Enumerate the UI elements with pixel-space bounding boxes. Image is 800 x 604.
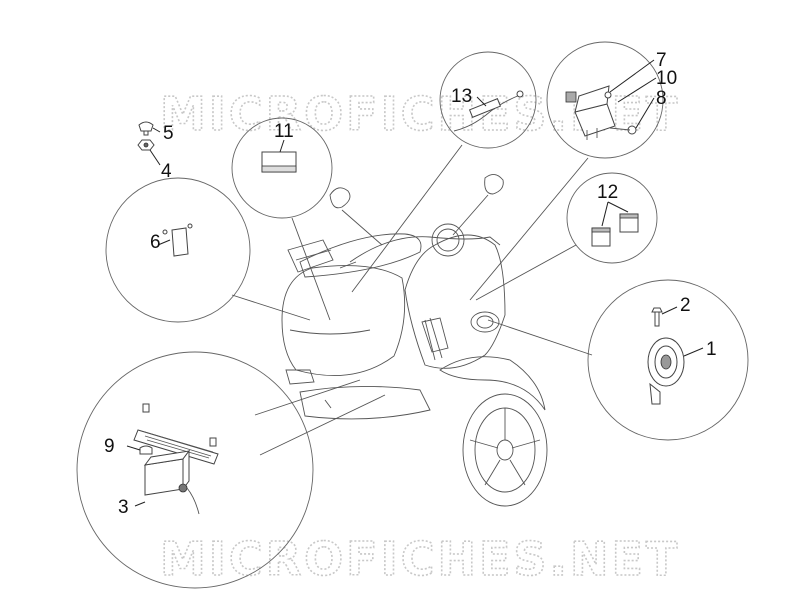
part-3-9-battery	[133, 403, 219, 515]
callout-10: 10	[656, 68, 677, 89]
callout-8: 8	[656, 88, 667, 109]
watermark-bottom: MICROFICHES.NET	[160, 532, 680, 586]
part-13-cable	[453, 90, 524, 132]
callout-labels: 1 2 3 4 5 6 7 8 9 10 11 12 13	[104, 50, 717, 518]
callout-11: 11	[274, 121, 294, 142]
part-11-fuse-block	[261, 151, 297, 173]
callout-4: 4	[161, 161, 172, 182]
part-7-10-8-relay-bracket	[565, 85, 637, 140]
callout-leaders	[126, 59, 704, 507]
detail-circle-relay-bracket	[546, 41, 664, 159]
callout-3: 3	[118, 497, 129, 518]
callout-7: 7	[656, 50, 667, 71]
detail-circle-relays	[566, 172, 658, 264]
detail-circle-regulator	[105, 177, 251, 323]
scooter-outline	[281, 174, 548, 507]
detail-circle-horn	[587, 279, 749, 441]
part-12-relays	[591, 201, 639, 247]
detail-circle-fuse-block	[231, 117, 333, 219]
leader-lines	[231, 144, 593, 456]
callout-12: 12	[597, 182, 618, 203]
callout-6: 6	[150, 232, 161, 253]
detail-circle-cable	[439, 51, 537, 149]
callout-9: 9	[104, 436, 115, 457]
callout-1: 1	[706, 339, 717, 360]
callout-5: 5	[163, 123, 174, 144]
callout-2: 2	[680, 295, 691, 316]
callout-13: 13	[451, 86, 472, 107]
part-6-regulator	[162, 223, 193, 257]
part-1-2-horn	[647, 307, 685, 405]
detail-circle-battery	[76, 351, 314, 589]
part-5-4-screw-nut	[137, 121, 155, 151]
